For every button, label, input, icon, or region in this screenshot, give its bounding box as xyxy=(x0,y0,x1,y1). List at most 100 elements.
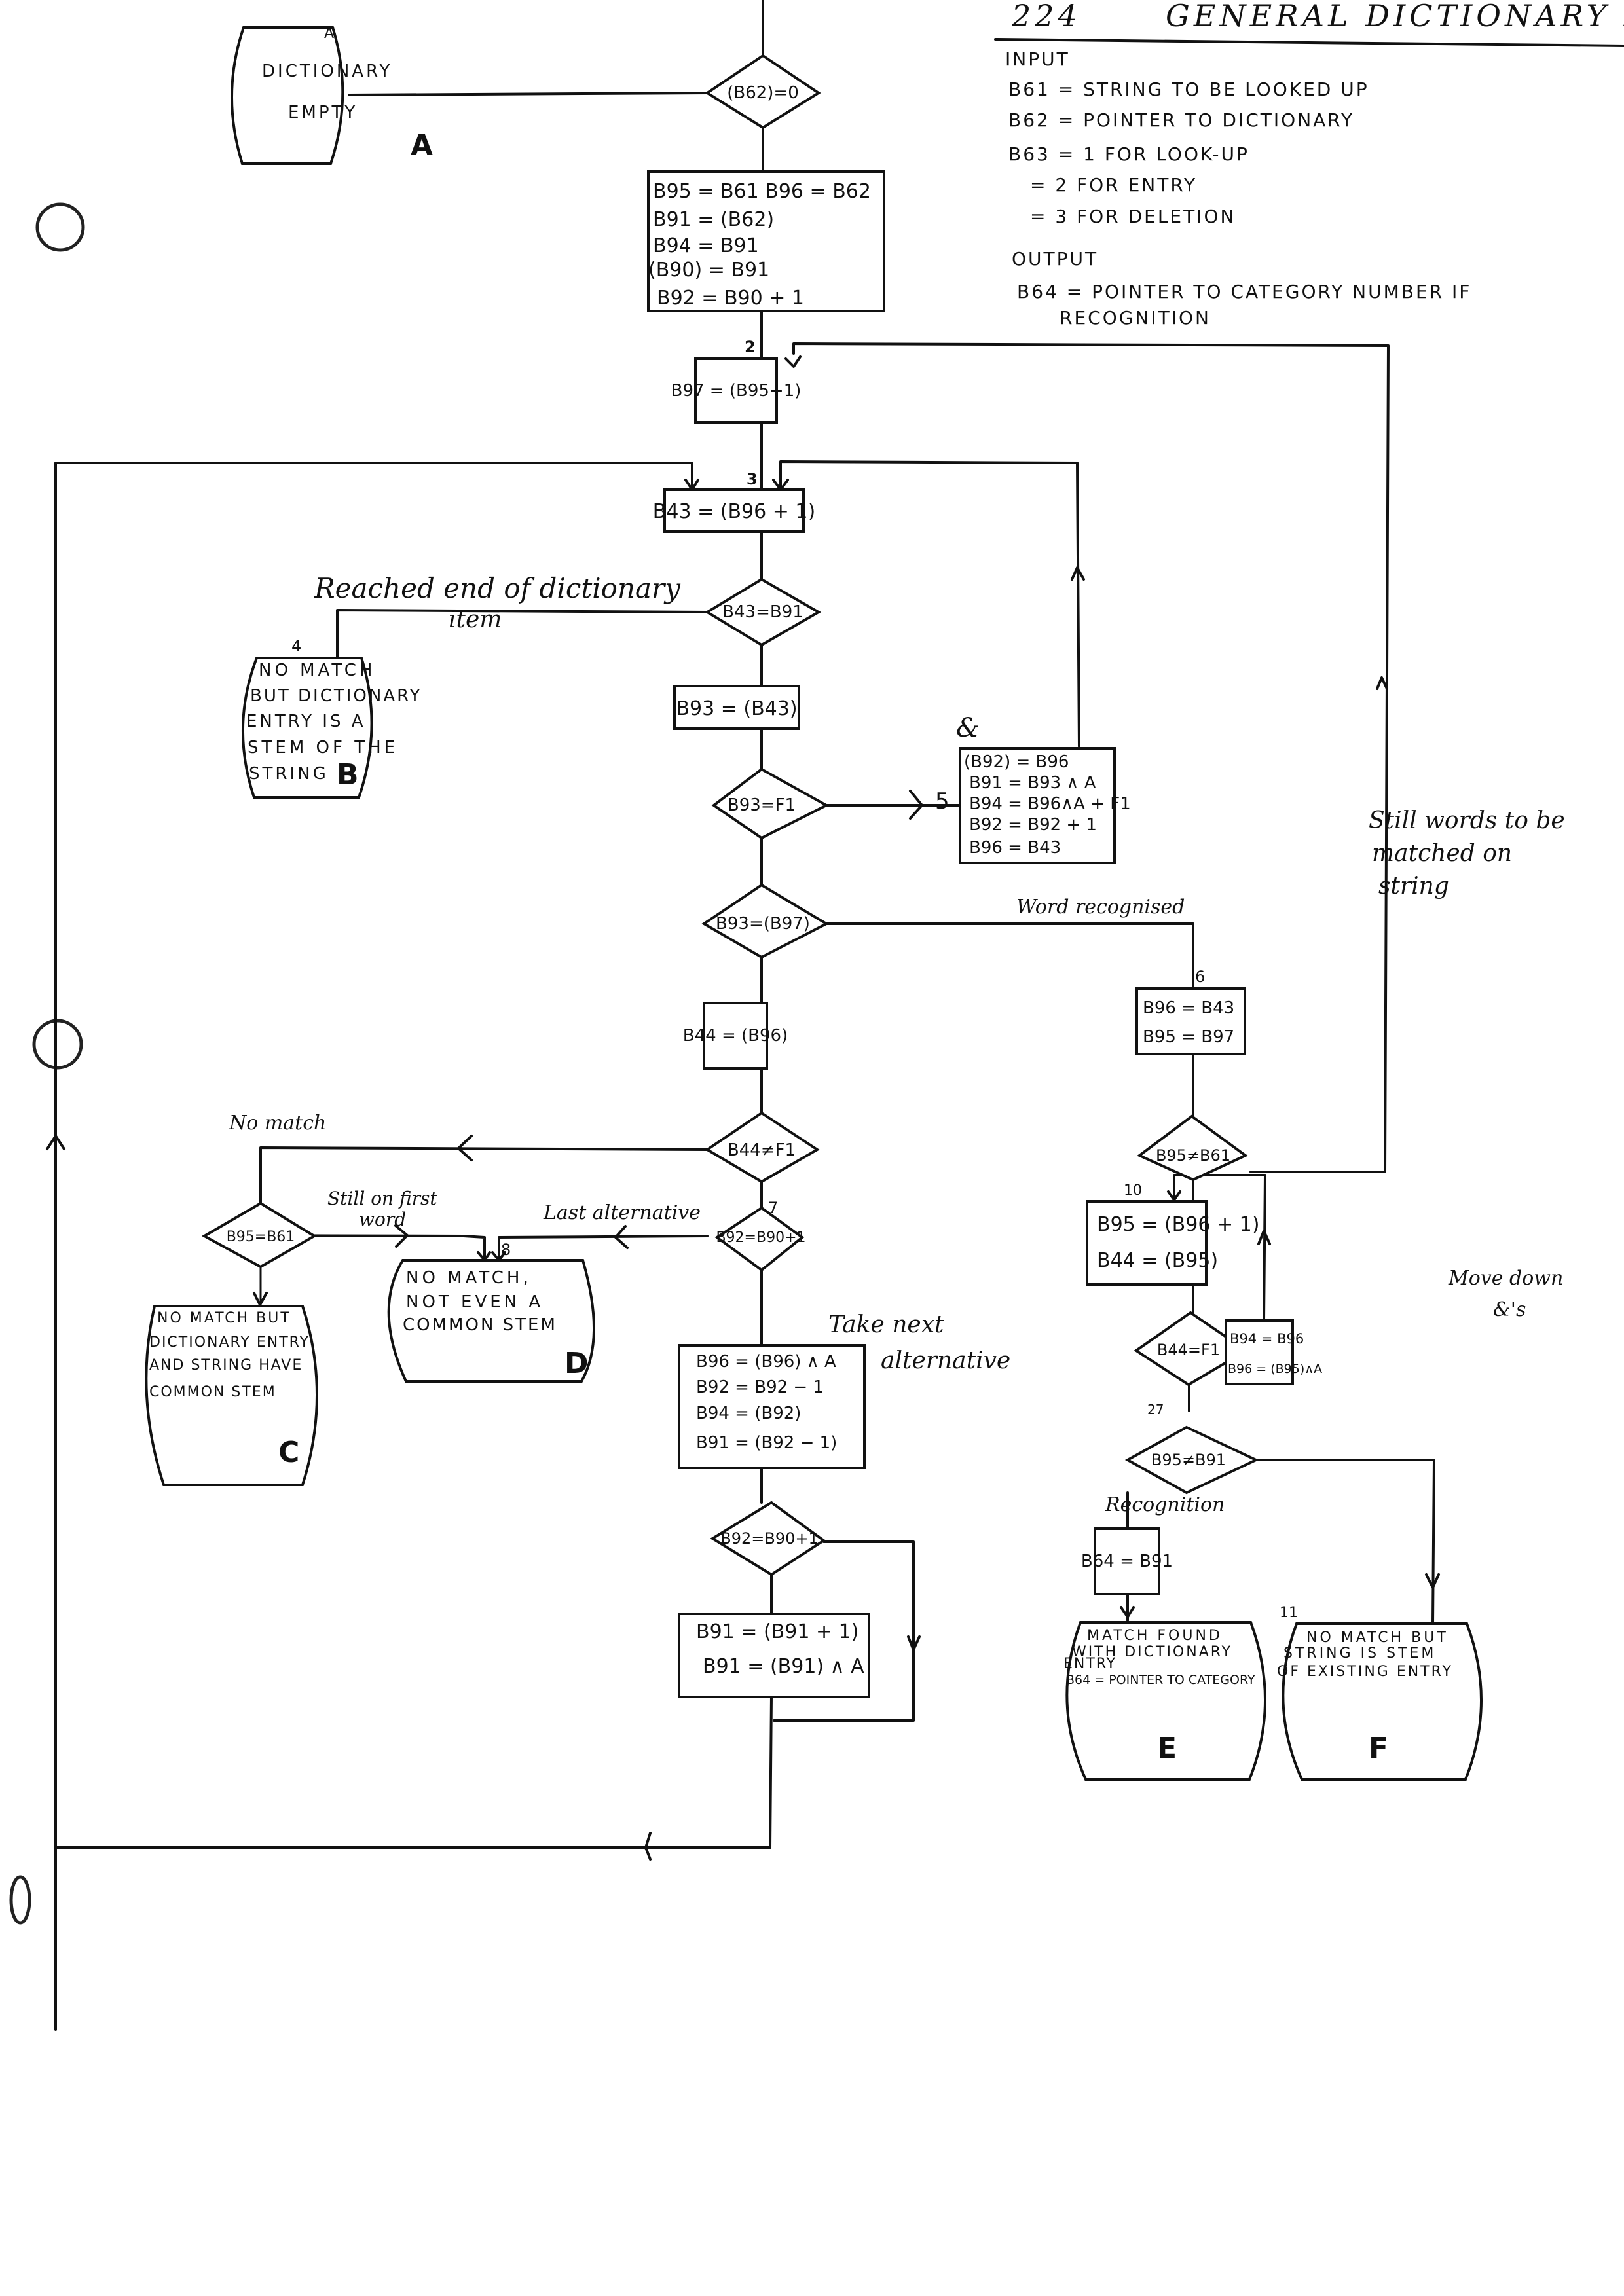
svg-text:B96 = B43: B96 = B43 xyxy=(969,838,1061,858)
svg-text:ENTRY IS A: ENTRY IS A xyxy=(246,712,366,731)
svg-text:B92 = B90 + 1: B92 = B90 + 1 xyxy=(657,287,804,310)
svg-text:B44≠F1: B44≠F1 xyxy=(728,1140,796,1160)
svg-text:B95=B61: B95=B61 xyxy=(227,1229,295,1245)
svg-text:BUT DICTIONARY: BUT DICTIONARY xyxy=(250,686,422,706)
svg-text:DICTIONARY: DICTIONARY xyxy=(262,62,392,81)
annotation-no-match: No match xyxy=(229,1112,326,1135)
decision-d4: B93=(B97) xyxy=(701,883,830,959)
svg-text:B92 = B92 − 1: B92 = B92 − 1 xyxy=(696,1377,824,1397)
svg-text:NO MATCH BUT: NO MATCH BUT xyxy=(1306,1630,1449,1646)
svg-text:B64 = B91: B64 = B91 xyxy=(1081,1552,1173,1571)
svg-text:OF EXISTING ENTRY: OF EXISTING ENTRY xyxy=(1277,1664,1453,1680)
input-line: B62 = POINTER TO DICTIONARY xyxy=(1008,109,1354,131)
terminal-c: NO MATCH BUT DICTIONARY ENTRY AND STRING… xyxy=(145,1305,318,1486)
terminal-f: NO MATCH BUT STRING IS STEM OF EXISTING … xyxy=(1277,1622,1483,1781)
connector-5: 5 xyxy=(935,788,950,814)
svg-text:COMMON STEM: COMMON STEM xyxy=(403,1315,557,1335)
annotation-recognition: Recognition xyxy=(1105,1493,1225,1516)
annotation-reached-end: Reached end of dictionary xyxy=(314,572,681,604)
annotation-still-first: word xyxy=(359,1209,406,1230)
svg-text:STRING IS STEM: STRING IS STEM xyxy=(1283,1645,1436,1662)
decision-d1: (B62)=0 xyxy=(705,54,821,130)
svg-text:B64 = POINTER TO CATEGORY: B64 = POINTER TO CATEGORY xyxy=(1066,1673,1255,1687)
svg-text:B94 = B96∧A + F1: B94 = B96∧A + F1 xyxy=(969,794,1131,814)
decision-d6: B92=B90+1 xyxy=(714,1206,806,1272)
process-p6: B96 = B43 B95 = B97 xyxy=(1135,987,1246,1055)
connector-amp: & xyxy=(956,713,980,743)
process-p7: B44 = (B96) xyxy=(683,1002,788,1070)
connector-2: 2 xyxy=(745,338,756,356)
svg-text:(B92) = B96: (B92) = B96 xyxy=(964,752,1069,772)
connector-10: 10 xyxy=(1124,1182,1142,1199)
annotation-still-first: Still on first xyxy=(327,1188,437,1209)
process-p3: B43 = (B96 + 1) xyxy=(653,488,815,533)
svg-text:B93=F1: B93=F1 xyxy=(728,795,796,815)
svg-text:B95≠B91: B95≠B91 xyxy=(1151,1451,1226,1469)
terminal-d: NO MATCH, NOT EVEN A COMMON STEM D xyxy=(387,1259,595,1383)
terminal-letter: A xyxy=(411,129,433,162)
decision-d9: B95≠B61 xyxy=(1137,1114,1248,1182)
process-p5: (B92) = B96 B91 = B93 ∧ A B94 = B96∧A + … xyxy=(959,747,1131,864)
svg-text:B95≠B61: B95≠B61 xyxy=(1156,1146,1230,1165)
connector-8: 8 xyxy=(501,1241,511,1259)
svg-text:B91 = (B91) ∧ A: B91 = (B91) ∧ A xyxy=(703,1655,864,1678)
svg-text:WITH DICTIONARY: WITH DICTIONARY xyxy=(1072,1644,1232,1660)
svg-text:COMMON STEM: COMMON STEM xyxy=(149,1384,276,1400)
svg-text:B96 = (B96) ∧ A: B96 = (B96) ∧ A xyxy=(696,1352,836,1372)
svg-text:B44 = (B95): B44 = (B95) xyxy=(1097,1249,1218,1272)
connector-27: 27 xyxy=(1147,1402,1164,1417)
page-title: GENERAL DICTIONARY ROUTINE xyxy=(1166,0,1624,33)
terminal-letter: C xyxy=(278,1436,299,1469)
input-line: = 3 FOR DELETION xyxy=(1030,206,1236,227)
terminal-letter: D xyxy=(564,1347,589,1380)
svg-text:STRING: STRING xyxy=(249,764,329,784)
terminal-letter: B xyxy=(337,758,359,792)
decision-d7: B95=B61 xyxy=(201,1201,317,1269)
annotation-reached-end-item: item xyxy=(449,606,502,633)
decision-d2: B43=B91 xyxy=(705,577,822,647)
svg-text:B95 = B97: B95 = B97 xyxy=(1143,1027,1234,1047)
process-p11: B94 = B96 B96 = (B95)∧A xyxy=(1225,1319,1322,1385)
punch-hole-bottom xyxy=(9,1875,31,1925)
svg-text:B95 = (B96 + 1): B95 = (B96 + 1) xyxy=(1097,1213,1259,1236)
terminal-b: NO MATCH BUT DICTIONARY ENTRY IS A STEM … xyxy=(241,657,422,799)
svg-text:AND STRING HAVE: AND STRING HAVE xyxy=(149,1357,303,1374)
svg-text:B43 = (B96 + 1): B43 = (B96 + 1) xyxy=(653,500,815,523)
annotation-take-next: alternative xyxy=(881,1347,1010,1374)
svg-text:NO MATCH BUT: NO MATCH BUT xyxy=(157,1310,291,1326)
svg-text:B91 = (B91 + 1): B91 = (B91 + 1) xyxy=(696,1620,858,1643)
input-line: = 2 FOR ENTRY xyxy=(1030,174,1197,196)
connector-numbers: 2 3 4 5 & 6 7 8 10 11 27 xyxy=(291,338,1298,1621)
connector-6: 6 xyxy=(1195,968,1205,986)
annotation-move-down: &'s xyxy=(1493,1298,1526,1321)
svg-text:B96 = B43: B96 = B43 xyxy=(1143,998,1234,1018)
svg-text:(B90) = B91: (B90) = B91 xyxy=(648,259,769,282)
process-p2: B97 = (B95+1) xyxy=(671,357,801,424)
annotation-last-alternative: Last alternative xyxy=(543,1201,701,1224)
annotation-still-words: string xyxy=(1378,873,1449,900)
svg-text:B92 = B92 + 1: B92 = B92 + 1 xyxy=(969,815,1097,835)
annotation-still-words: Still words to be xyxy=(1369,807,1565,834)
svg-text:B44=F1: B44=F1 xyxy=(1157,1341,1220,1359)
output-line: B64 = POINTER TO CATEGORY NUMBER IF xyxy=(1017,281,1471,302)
connector-3: 3 xyxy=(747,470,758,488)
svg-text:ENTRY: ENTRY xyxy=(1063,1656,1116,1672)
process-p8: B96 = (B96) ∧ A B92 = B92 − 1 B94 = (B92… xyxy=(678,1344,866,1469)
svg-text:EMPTY: EMPTY xyxy=(288,103,358,122)
svg-text:NO MATCH: NO MATCH xyxy=(259,661,375,680)
process-p9: B91 = (B91 + 1) B91 = (B91) ∧ A xyxy=(678,1613,870,1698)
svg-text:STEM OF THE: STEM OF THE xyxy=(248,738,398,757)
svg-text:DICTIONARY ENTRY: DICTIONARY ENTRY xyxy=(149,1334,310,1351)
svg-text:B92=B90+1: B92=B90+1 xyxy=(720,1529,819,1548)
decision-d3: B93=F1 xyxy=(711,767,830,840)
decision-d8: B92=B90+1 xyxy=(710,1501,826,1576)
annotation-take-next: Take next xyxy=(828,1311,944,1338)
svg-text:B44 = (B96): B44 = (B96) xyxy=(683,1026,788,1046)
annotation-word-recognised: Word recognised xyxy=(1016,896,1185,919)
svg-text:B95 = B61 B96 = B62: B95 = B61 B96 = B62 xyxy=(653,180,871,203)
svg-text:B93=(B97): B93=(B97) xyxy=(716,914,810,934)
svg-text:B94 = B96: B94 = B96 xyxy=(1230,1331,1304,1347)
terminal-corner-label: A xyxy=(324,26,334,42)
svg-text:NO MATCH,: NO MATCH, xyxy=(406,1268,532,1288)
